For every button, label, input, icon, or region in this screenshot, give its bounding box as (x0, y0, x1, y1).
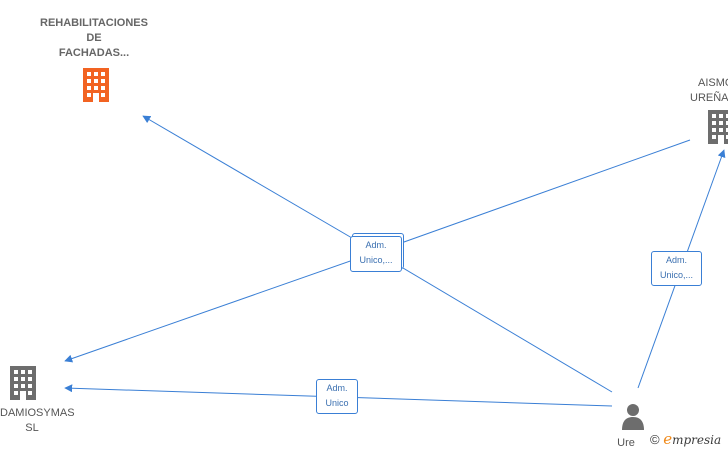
company-name-line2: SL (25, 422, 39, 434)
edge-to-rehabilitaciones (142, 115, 377, 253)
edge-label-right[interactable]: Adm. Unico,... (651, 251, 702, 286)
edge-role-line2: Unico,... (659, 270, 693, 280)
company-name-line1: DAMIOSYMAS (0, 407, 75, 419)
company-name-line2: UREÑA (690, 92, 728, 104)
building-icon[interactable] (706, 110, 728, 149)
edge-role-line1: Adm. (365, 240, 387, 250)
edge-center-to-ure (375, 251, 613, 393)
company-name-line3: FACHADAS... (58, 47, 130, 59)
edge-to-damiosymas-from-center (64, 251, 377, 363)
brand-initial: e (663, 430, 673, 448)
company-name-line1: AISMO (698, 77, 728, 89)
building-icon[interactable] (8, 366, 38, 405)
company-label-aismo[interactable]: AISMO UREÑA (686, 76, 728, 106)
brand-name: mpresia (672, 433, 722, 447)
company-name-line1: REHABILITACIONES (40, 17, 148, 29)
empresia-watermark: © empresia (650, 430, 721, 448)
edge-label-center[interactable]: Adm. Unico,... (350, 236, 402, 272)
person-icon[interactable] (621, 402, 645, 435)
company-label-rehabilitaciones[interactable]: REHABILITACIONES DE FACHADAS... (20, 16, 168, 61)
company-label-damiosymas[interactable]: DAMIOSYMAS SL (0, 406, 75, 436)
edge-to-aismo-from-center (375, 139, 691, 253)
edge-role-line2: Unico (325, 398, 349, 408)
edge-label-bottom[interactable]: Adm. Unico (316, 379, 358, 414)
building-icon[interactable] (81, 68, 111, 107)
person-label-ure[interactable]: Ure (617, 437, 635, 449)
edge-role-line1: Adm. (326, 383, 348, 393)
edge-role-line2: Unico,... (359, 255, 393, 265)
copyright-symbol: © (650, 432, 660, 447)
edge-role-line1: Adm. (665, 255, 687, 265)
company-name-line2: DE (86, 32, 102, 44)
